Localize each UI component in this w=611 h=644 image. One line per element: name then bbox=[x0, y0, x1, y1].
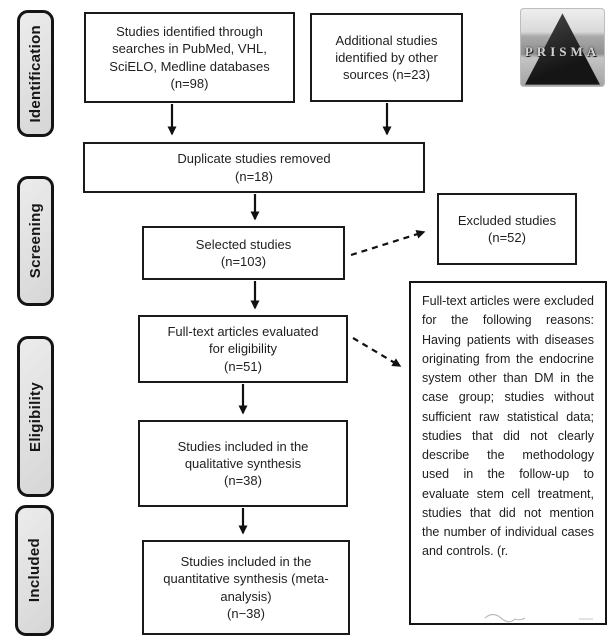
stage-screening: Screening bbox=[17, 176, 54, 306]
prisma-logo-text: PRISMA bbox=[524, 44, 601, 59]
box-duplicates-removed: Duplicate studies removed (n=18) bbox=[83, 142, 425, 193]
box-additional-studies: Additional studies identified by other s… bbox=[310, 13, 463, 102]
box-fulltext-evaluated: Full-text articles evaluated for eligibi… bbox=[138, 315, 348, 383]
box-quantitative-synthesis: Studies included in the quantitative syn… bbox=[142, 540, 350, 635]
arrow-fulltext-to-reasons-dashed bbox=[352, 337, 402, 367]
stage-identification-label: Identification bbox=[27, 24, 44, 123]
box-studies-identified: Studies identified through searches in P… bbox=[84, 12, 295, 103]
stage-included-label: Included bbox=[26, 538, 43, 603]
box-qualitative-synthesis: Studies included in the qualitative synt… bbox=[138, 420, 348, 507]
box-excluded-studies: Excluded studies (n=52) bbox=[437, 193, 577, 265]
stage-eligibility: Eligibility bbox=[17, 336, 54, 497]
stage-included: Included bbox=[15, 505, 54, 636]
arrow-selected-to-excluded-dashed bbox=[350, 229, 426, 257]
stage-identification: Identification bbox=[17, 10, 54, 137]
stage-screening-label: Screening bbox=[27, 203, 44, 279]
box-exclusion-reasons: Full-text articles were excluded for the… bbox=[409, 281, 607, 625]
box-selected-studies: Selected studies (n=103) bbox=[142, 226, 345, 280]
prisma-logo: PRISMA bbox=[520, 8, 605, 87]
stage-eligibility-label: Eligibility bbox=[27, 381, 44, 452]
